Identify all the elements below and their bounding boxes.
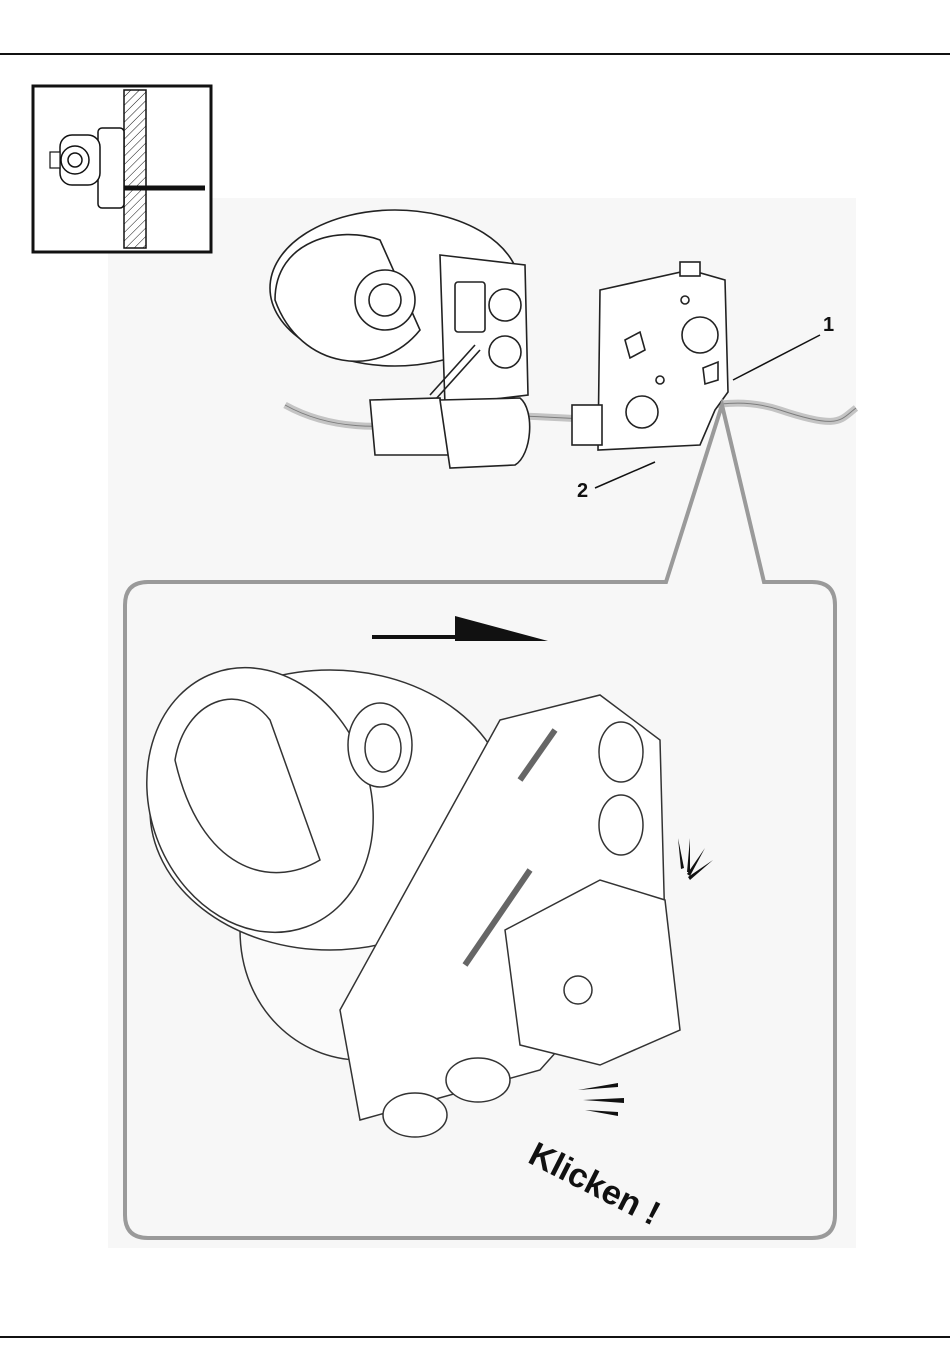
callout-2-label: 2 bbox=[577, 480, 588, 503]
wall-mount-thumbnail bbox=[33, 86, 211, 252]
callout-1-label: 1 bbox=[823, 314, 834, 337]
